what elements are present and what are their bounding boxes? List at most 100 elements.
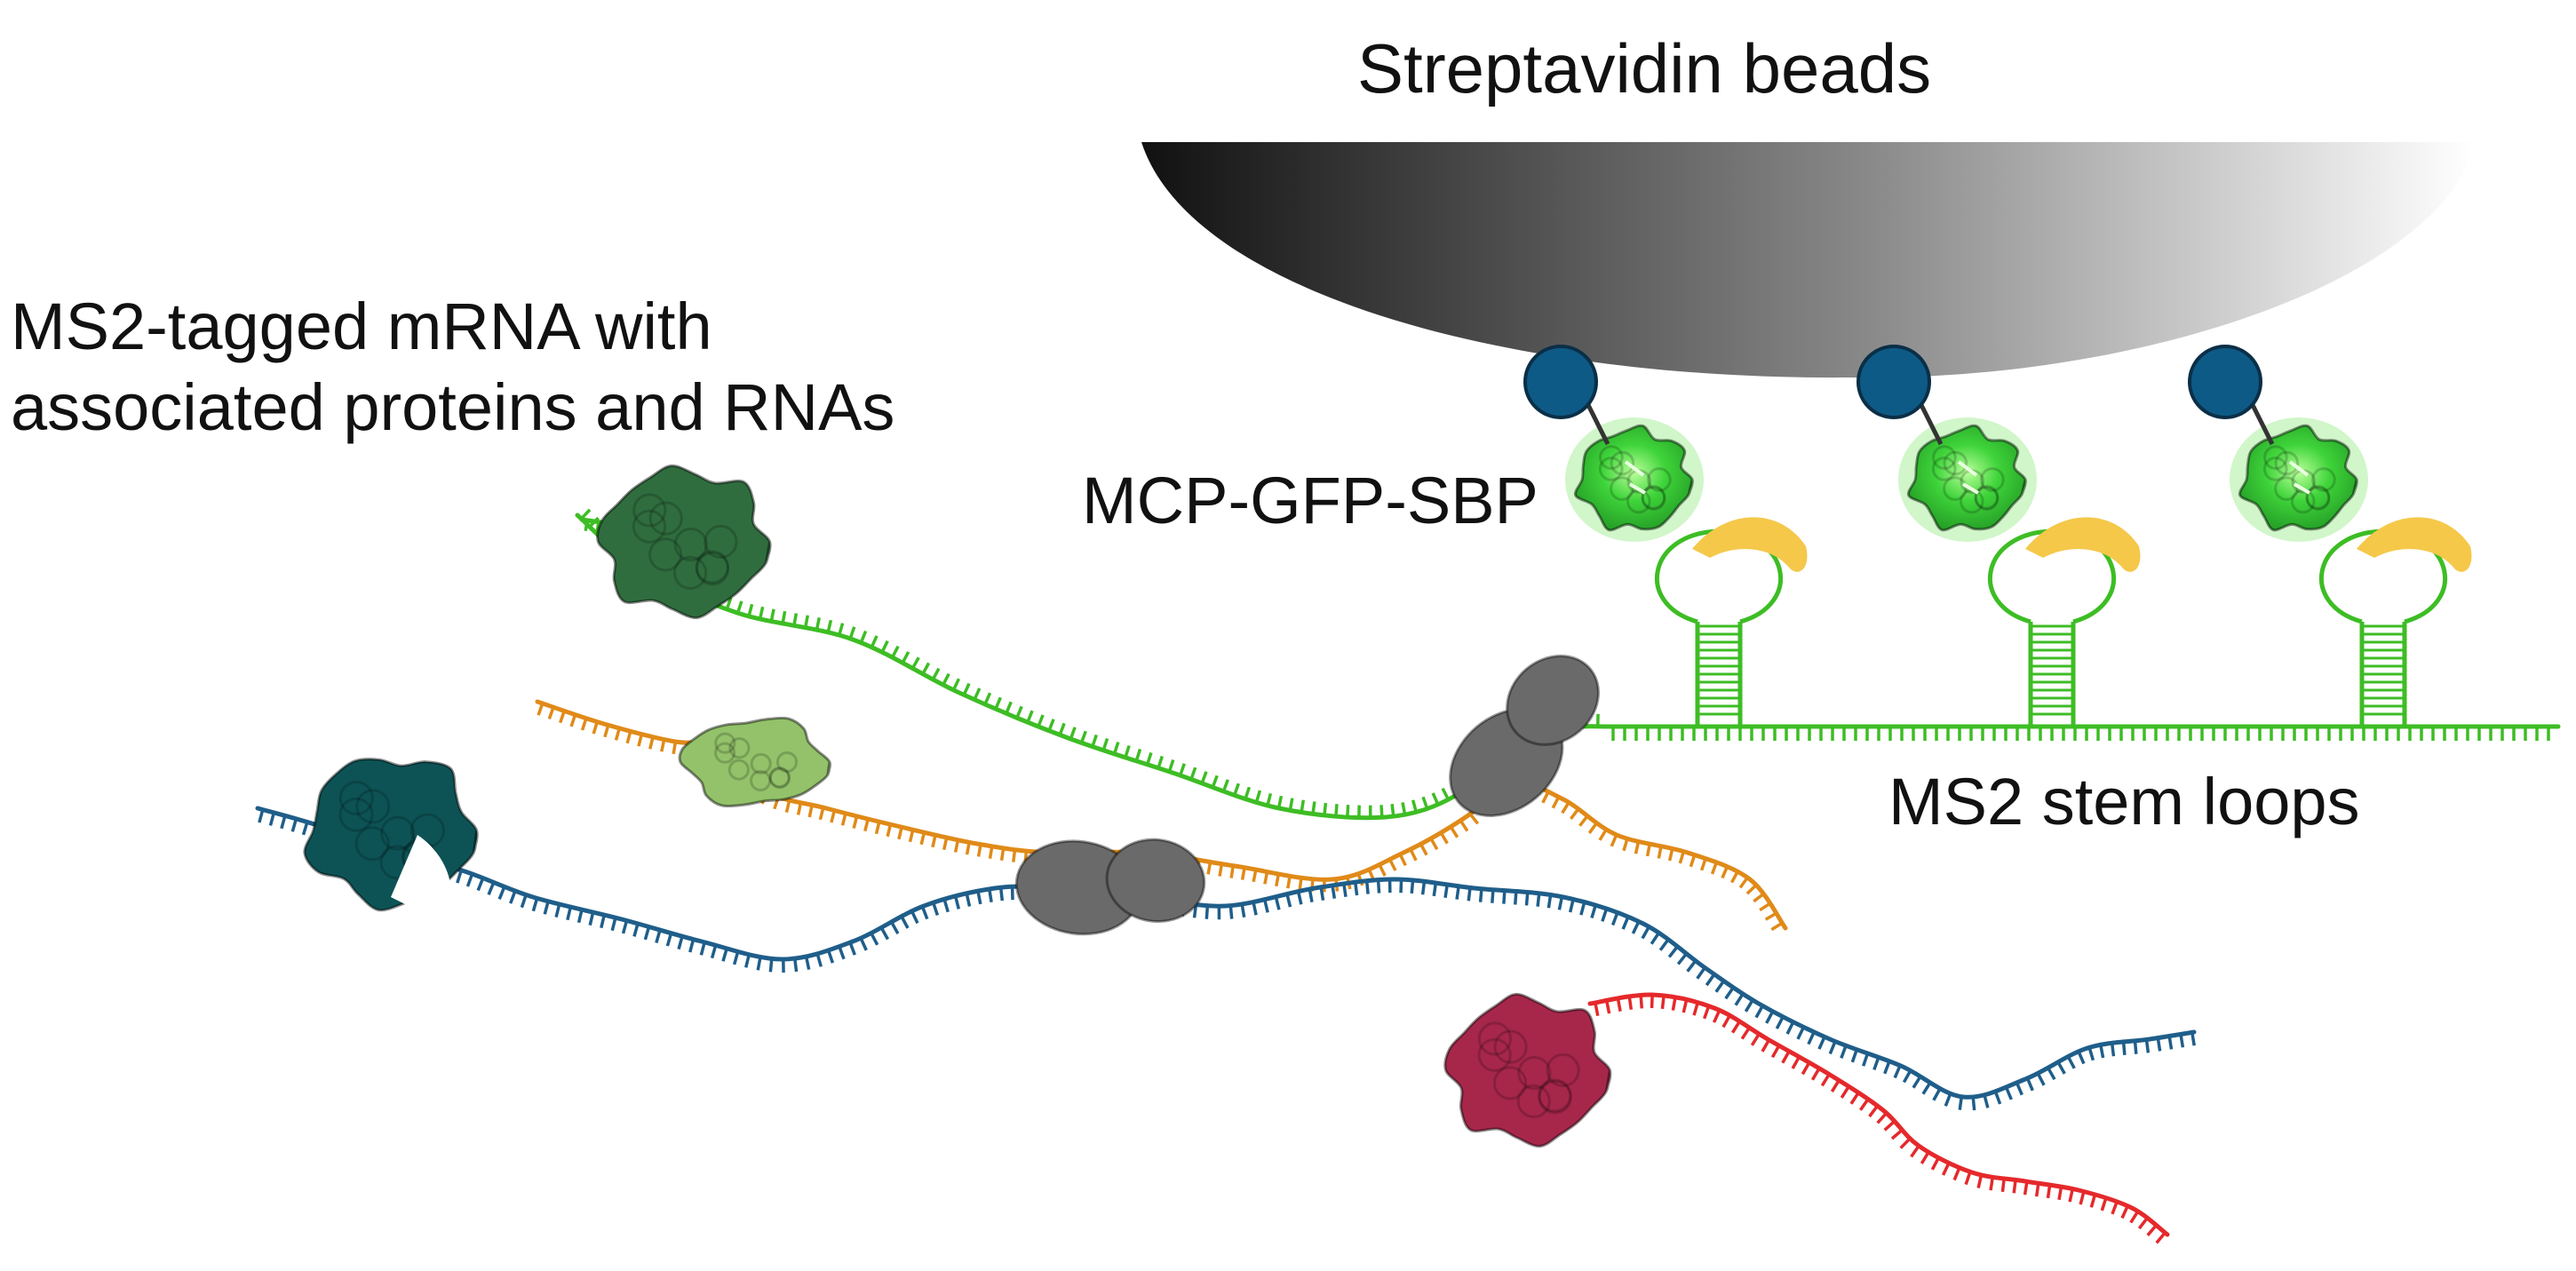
streptavidin-beads-label: Streptavidin beads <box>1357 29 1932 107</box>
ribosome-icon-center <box>1014 838 1206 936</box>
gfp-chromophore <box>2288 460 2311 495</box>
gfp-protein-icon-texture <box>2311 467 2336 492</box>
rbp-dark-green-icon-texture <box>632 493 667 528</box>
ribosome-icon-center-small-subunit <box>1105 838 1206 924</box>
rbp-maroon-icon-texture <box>1517 1056 1552 1091</box>
gfp-protein-icon-texture <box>1647 467 1672 492</box>
stem-base-pairs <box>1697 624 1740 716</box>
rbp-teal-notch <box>391 835 452 924</box>
gfp-chromophore <box>1624 460 1647 495</box>
ms2-baseline <box>1605 724 2561 741</box>
rbp-light-green-icon-texture <box>714 742 736 764</box>
rbp-light-green-icon-texture <box>728 737 751 759</box>
rbp-dark-green-icon-texture <box>632 509 667 544</box>
rbp-dark-green-icon-texture <box>648 501 683 536</box>
gfp-protein-icon-texture <box>2274 476 2299 501</box>
gfp-protein-icon-texture <box>1932 445 1957 470</box>
gfp-chromophore <box>1957 460 1980 495</box>
gfp-protein-icon-texture <box>2305 485 2331 510</box>
gfp-protein-icon-body <box>1906 424 2027 532</box>
rna-strands <box>255 508 2197 1244</box>
ms2-baseline-bases <box>1611 727 2550 741</box>
rbp-dark-green-icon-texture <box>704 524 738 560</box>
rbp-maroon-icon-texture <box>1538 1078 1572 1113</box>
rbp-dark-green-icon-texture <box>673 528 708 562</box>
gfp-protein-icon-texture <box>2305 486 2331 511</box>
gfp-protein-icon-texture <box>1599 445 1624 470</box>
rbp-teal-icon-body <box>303 758 479 912</box>
rbp-dark-green-icon-texture <box>648 537 683 572</box>
ms2-stem-loop-2 <box>1856 345 2141 727</box>
gfp-protein-icon-texture <box>1980 467 2005 492</box>
gfp-protein-icon-texture <box>2262 457 2288 481</box>
mrna-label-line1: MS2-tagged mRNA with <box>11 290 712 363</box>
rbp-maroon-icon <box>1443 992 1612 1148</box>
gfp-protein-icon-texture <box>2263 445 2288 470</box>
gfp-protein-icon-texture <box>1641 486 1666 511</box>
blue-rna-strand-backbone <box>255 806 2197 1100</box>
rbp-dark-green-icon-texture <box>695 550 729 584</box>
red-rna-strand-bases <box>1594 994 2167 1244</box>
sbp-linker <box>1583 398 1610 446</box>
rbp-light-green-icon-texture <box>727 759 750 781</box>
rbp-dark-green-icon-body <box>596 464 772 620</box>
gfp-protein-icon-texture <box>1943 450 1968 476</box>
mcp-gfp-sbp-label: MCP-GFP-SBP <box>1082 464 1538 537</box>
mcp-protein-icon <box>2025 517 2141 572</box>
gfp-protein-icon-texture <box>1974 485 2000 510</box>
gfp-protein-icon-texture <box>1598 457 1624 481</box>
rbp-teal-icon-texture <box>380 815 416 851</box>
rbp-maroon-icon-texture <box>1538 1080 1572 1115</box>
ms2-stem-loop-3 <box>2188 345 2472 727</box>
rbp-maroon-icon-texture <box>1546 1053 1580 1088</box>
proteins <box>303 464 1612 1148</box>
rbp-light-green-icon <box>678 716 831 808</box>
rbp-light-green-icon-texture <box>768 767 791 790</box>
gfp-protein-icon-texture <box>1974 486 2000 511</box>
gfp-protein-icon <box>2238 424 2358 532</box>
rbp-maroon-icon-texture <box>1492 1066 1528 1100</box>
stem-base-pairs <box>2362 624 2405 716</box>
ms2-stem-loop-1 <box>1523 345 1808 727</box>
blue-rna-strand <box>255 806 2197 1111</box>
stem-base-pairs <box>2031 624 2073 716</box>
rbp-dark-green-icon-texture <box>696 552 730 586</box>
sbp-ball-icon <box>1523 345 1598 419</box>
rbp-light-green-icon-texture <box>750 752 772 775</box>
rbp-light-green-icon-texture <box>714 732 736 754</box>
mcp-protein-icon <box>1692 517 1808 572</box>
rbp-teal-icon-texture <box>354 826 390 862</box>
rbp-maroon-icon-body <box>1443 992 1612 1148</box>
gfp-protein-icon-texture <box>1610 476 1634 501</box>
red-rna-strand <box>1587 992 2170 1244</box>
rbp-light-green-icon-texture <box>768 766 791 789</box>
mrna-label-line2: associated proteins and RNAs <box>11 370 895 444</box>
sbp-ball-icon <box>1856 345 1931 419</box>
gfp-protein-icon-texture <box>1610 450 1635 476</box>
ribosome-icon-right <box>1449 654 1601 817</box>
rbp-maroon-icon-texture <box>1477 1037 1512 1072</box>
gfp-protein-icon <box>1906 424 2027 532</box>
mcp-protein-icon <box>2357 517 2472 572</box>
rbp-teal-icon <box>303 758 479 924</box>
rbp-teal-icon-texture <box>355 789 391 824</box>
rbp-light-green-icon-texture <box>750 769 772 791</box>
gfp-protein-icon-body <box>2238 424 2358 532</box>
rbp-maroon-icon-texture <box>1516 1084 1551 1118</box>
gfp-protein-icon <box>1573 424 1694 532</box>
rbp-maroon-icon-texture <box>1477 1021 1513 1056</box>
ribosome-icon-right-small-subunit <box>1506 654 1601 746</box>
gfp-protein-icon-texture <box>2274 450 2300 476</box>
gfp-protein-icon-texture <box>1943 476 1968 501</box>
sbp-linker <box>2247 398 2275 446</box>
ms2-assemblies <box>1523 345 2561 741</box>
gfp-protein-icon-texture <box>1641 485 1666 510</box>
rbp-light-green-icon-texture <box>775 751 799 774</box>
rbp-teal-icon-texture <box>338 797 374 832</box>
rbp-maroon-icon-texture <box>1493 1029 1528 1064</box>
rbp-dark-green-icon <box>596 464 772 620</box>
sbp-ball-icon <box>2188 345 2262 419</box>
sbp-linker <box>1916 398 1944 446</box>
